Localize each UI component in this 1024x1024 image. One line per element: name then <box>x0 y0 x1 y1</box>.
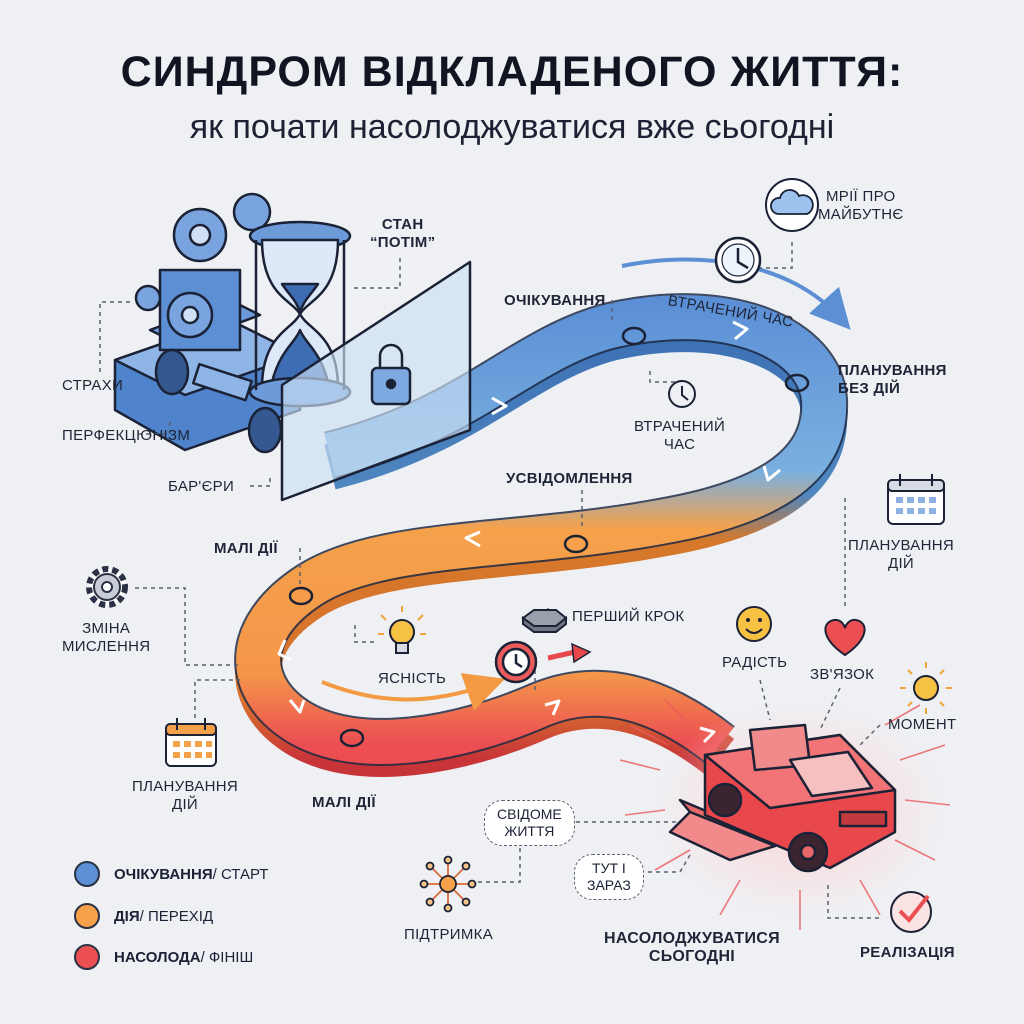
label-zviazok: ЗВ'ЯЗОК <box>810 666 875 683</box>
leader-lines <box>99 242 881 919</box>
label-planuvannia-bez-dii: ПЛАНУВАННЯ БЕЗ ДІЙ <box>838 362 947 397</box>
label-nasolodzhuvatysia-sohodni: НАСОЛОДЖУВАТИСЯ СЬОГОДНІ <box>604 930 780 965</box>
smiley-icon <box>736 606 772 642</box>
first-step-arrow <box>547 649 576 661</box>
label-bariery: БАР'ЄРИ <box>168 478 235 495</box>
label-realizatsiia: РЕАЛІЗАЦІЯ <box>860 944 955 961</box>
stone-block-icon <box>521 609 568 633</box>
legend-item-transition: ДІЯ / ПЕРЕХІД <box>74 903 213 929</box>
calendar-orange-icon <box>165 718 217 767</box>
clock-outline-icon <box>668 380 696 408</box>
red-car-illustration <box>619 699 951 930</box>
label-planuvannia-dii-right: ПЛАНУВАННЯ ДІЙ <box>848 537 955 572</box>
label-pershyi-krok: ПЕРШИЙ КРОК <box>572 608 685 625</box>
label-strakhy: СТРАХИ <box>62 377 124 394</box>
label-mali-dii-bottom: МАЛІ ДІЇ <box>312 794 376 811</box>
page-title: СИНДРОМ ВІДКЛАДЕНОГО ЖИТТЯ: <box>120 48 904 96</box>
label-ochikuvannia: ОЧІКУВАННЯ <box>504 292 606 309</box>
label-stan-potim: СТАН “ПОТІМ” <box>370 216 436 251</box>
label-planuvannia-dii-left: ПЛАНУВАННЯ ДІЙ <box>132 778 239 813</box>
heart-icon <box>824 618 866 657</box>
label-vtrachenyi-chas-mid: ВТРАЧЕНИЙ ЧАС <box>634 418 726 453</box>
label-pidtrymka: ПІДТРИМКА <box>404 926 493 943</box>
label-moment: МОМЕНТ <box>888 716 957 733</box>
checkmark-icon <box>890 891 932 933</box>
label-zmina-myslennia: ЗМІНА МИСЛЕННЯ <box>62 620 151 655</box>
progress-road <box>234 293 849 777</box>
calendar-icon <box>887 474 945 525</box>
sun-icon <box>900 662 952 714</box>
label-mrii: МРІЇ ПРО МАЙБУТНЄ <box>818 188 904 223</box>
cloud-icon <box>765 178 819 232</box>
stopwatch-icon <box>494 640 538 684</box>
chip-svidome-zhyttia: СВІДОМЕ ЖИТТЯ <box>484 800 575 846</box>
legend-dot-red <box>74 944 100 970</box>
clock-icon <box>714 236 762 284</box>
legend-dot-orange <box>74 903 100 929</box>
legend-item-finish: НАСОЛОДА / ФІНІШ <box>74 944 253 970</box>
label-mali-dii-top: МАЛІ ДІЇ <box>214 540 278 557</box>
legend-item-start: ОЧІКУВАННЯ / СТАРТ <box>74 861 268 887</box>
label-perfektsionizm: ПЕРФЕКЦІОНІЗМ <box>62 427 191 444</box>
clarity-arrow <box>321 673 506 711</box>
gear-icon <box>86 566 128 608</box>
legend-dot-blue <box>74 861 100 887</box>
label-usvidomlennia: УСВІДОМЛЕННЯ <box>506 470 633 487</box>
blue-machine-illustration <box>113 192 472 502</box>
page-subtitle: як почати насолоджуватися вже сьогодні <box>189 108 835 146</box>
label-radist: РАДІСТЬ <box>722 654 788 671</box>
chip-tut-i-zaraz: ТУТ І ЗАРАЗ <box>574 854 644 900</box>
lightbulb-icon <box>378 606 426 654</box>
support-network-icon <box>419 855 477 913</box>
label-yasnist: ЯСНІСТЬ <box>378 670 447 687</box>
